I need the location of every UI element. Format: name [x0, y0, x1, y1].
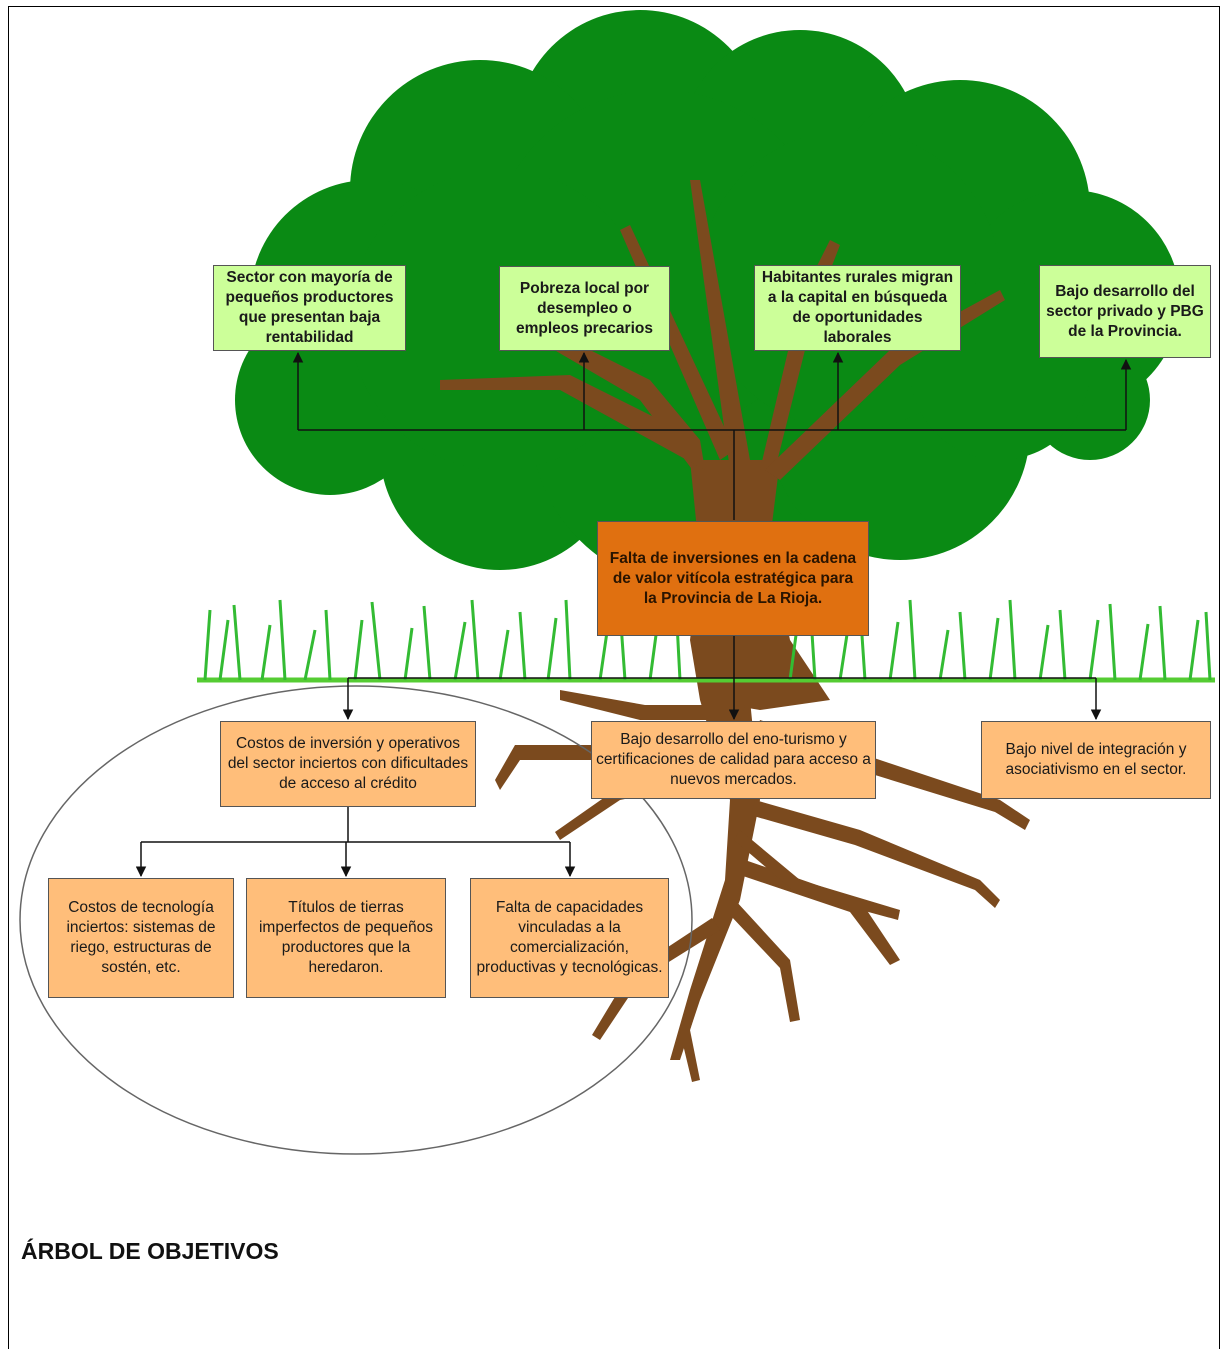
grass: [197, 599, 1215, 683]
central-problem-box: Falta de inversiones en la cadena de val…: [597, 521, 869, 636]
cause-box-3: Bajo nivel de integración y asociativism…: [981, 721, 1211, 799]
highlight-ellipse: [19, 685, 693, 1155]
effect-box-2: Pobreza local por desempleo o empleos pr…: [499, 266, 670, 351]
effect-box-4: Bajo desarrollo del sector privado y PBG…: [1039, 265, 1211, 358]
page-frame: [8, 6, 1220, 1349]
sub-cause-box-2: Títulos de tierras imperfectos de pequeñ…: [246, 878, 446, 998]
cause-box-2: Bajo desarrollo del eno-turismo y certif…: [591, 721, 876, 799]
connectors: [135, 351, 1132, 878]
sub-cause-box-3: Falta de capacidades vinculadas a la com…: [470, 878, 669, 998]
sub-cause-box-1: Costos de tecnología inciertos: sistemas…: [48, 878, 234, 998]
effect-box-3: Habitantes rurales migran a la capital e…: [754, 265, 961, 351]
section-heading: ÁRBOL DE OBJETIVOS: [21, 1238, 279, 1264]
cause-box-1: Costos de inversión y operativos del sec…: [220, 721, 476, 807]
effect-box-1: Sector con mayoría de pequeños productor…: [213, 265, 406, 351]
